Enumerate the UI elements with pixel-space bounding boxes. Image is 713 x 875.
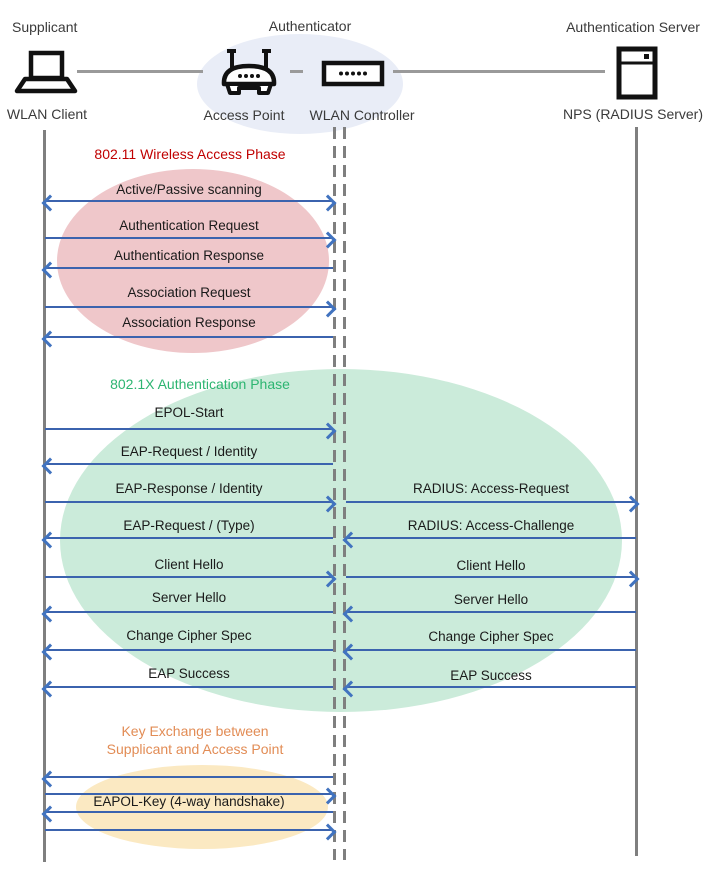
message-arrow-right [45,237,333,239]
connector-ap-controller [290,70,303,73]
wireless-router-icon [217,44,281,98]
message-label: EPOL-Start [154,405,224,420]
controller-box-icon [321,60,385,87]
lifeline-nps-server [635,127,638,856]
message-label: EAP Success [450,668,532,683]
device-wlan-client: WLAN Client [6,106,88,122]
message-label: EAP-Response / Identity [115,481,263,496]
laptop-icon [14,50,78,96]
server-tower-icon [616,46,658,100]
device-access-point: Access Point [203,107,285,123]
phase2-title: 802.1X Authentication Phase [110,376,290,392]
connector-controller-server [393,70,605,73]
message-arrow-right [45,428,333,430]
message-label: Association Response [122,315,256,330]
message-label: Client Hello [154,557,224,572]
message-arrow-right [45,306,333,308]
lifeline-controller-left [333,127,336,860]
message-arrow-right [45,576,333,578]
message-arrow-left [45,686,333,688]
message-label: Authentication Request [119,218,259,233]
message-arrow-right [346,576,636,578]
lifeline-controller-right [343,127,346,860]
message-arrow-left [346,686,636,688]
message-arrow-left [45,649,333,651]
message-arrow-left [45,267,333,269]
message-label: Server Hello [151,590,227,605]
message-label: RADIUS: Access-Challenge [407,518,575,533]
message-arrow-right [45,793,333,795]
message-label: Server Hello [453,592,529,607]
role-authentication-server: Authentication Server [566,19,700,35]
message-arrow-left [45,811,333,813]
message-label: EAPOL-Key (4-way handshake) [93,794,285,809]
phase3-ellipse [76,765,328,849]
role-authenticator: Authenticator [268,18,352,34]
lifeline-wlan-client [43,130,46,862]
message-label: Authentication Response [113,248,265,263]
message-arrow-right [346,501,636,503]
message-arrow-left [346,649,636,651]
message-label: Change Cipher Spec [428,629,554,644]
device-wlan-controller: WLAN Controller [309,107,415,123]
phase3-title-line2: Supplicant and Access Point [106,741,284,757]
message-arrow-left [45,537,333,539]
message-label: RADIUS: Access-Request [412,481,570,496]
message-arrow-left [45,776,333,778]
role-supplicant: Supplicant [12,19,78,35]
device-nps-radius-server: NPS (RADIUS Server) [562,106,704,122]
message-label: EAP Success [148,666,230,681]
connector-client-ap [77,70,203,73]
message-label: Client Hello [456,558,526,573]
message-arrow-left [45,611,333,613]
message-arrow-left [346,537,636,539]
message-label: EAP-Request / (Type) [123,518,255,533]
message-label: EAP-Request / Identity [120,444,258,459]
phase1-title: 802.11 Wireless Access Phase [94,146,286,162]
message-arrow-both [45,200,333,202]
message-label: Active/Passive scanning [116,182,262,197]
message-label: Change Cipher Spec [126,628,252,643]
phase3-title-line1: Key Exchange between [121,723,269,739]
message-arrow-left [45,336,333,338]
message-arrow-right [45,501,333,503]
phase2-ellipse [60,369,622,712]
message-arrow-left [346,611,636,613]
message-arrow-left [45,463,333,465]
message-arrow-right [45,829,333,831]
message-label: Association Request [127,285,251,300]
